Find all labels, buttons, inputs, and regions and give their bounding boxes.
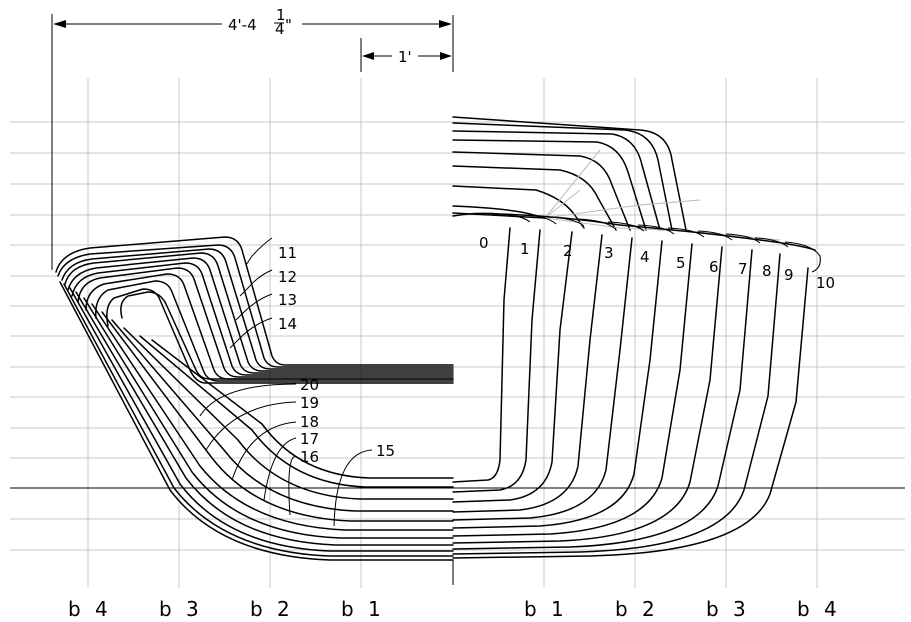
buttock-grid xyxy=(87,78,818,588)
aft-hull-sections xyxy=(59,281,454,561)
station-label-3: 3 xyxy=(604,244,614,262)
station-leaders xyxy=(199,237,373,527)
buttock-label-right-b1: b 1 xyxy=(524,597,568,621)
buttock-label-left-b1: b 1 xyxy=(341,597,385,621)
beam-dimension: 4'-4 1 4 " xyxy=(51,6,452,270)
station-label-2: 2 xyxy=(563,242,573,260)
station-label-14: 14 xyxy=(278,315,297,333)
station-label-6: 6 xyxy=(709,258,719,276)
forward-sheer-arcs xyxy=(452,212,821,273)
buttock-label-right-b4: b 4 xyxy=(797,597,841,621)
station-label-19: 19 xyxy=(300,394,319,412)
buttock-label-left-b3: b 3 xyxy=(159,597,203,621)
buttock-labels: b 4 b 3 b 2 b 1 b 1 b 2 b 3 b 4 xyxy=(68,597,841,621)
forward-stations xyxy=(452,227,809,559)
buttock-label-right-b2: b 2 xyxy=(615,597,659,621)
station-label-12: 12 xyxy=(278,268,297,286)
station-label-20: 20 xyxy=(300,376,319,394)
beam-dimension-frac-num: 1 xyxy=(276,6,286,24)
beam-dimension-inch: " xyxy=(285,16,292,34)
station-label-15: 15 xyxy=(376,442,395,460)
station-label-16: 16 xyxy=(300,448,319,466)
beam-dimension-text: 4'-4 xyxy=(228,16,257,34)
buttock-label-right-b3: b 3 xyxy=(706,597,750,621)
station-labels-forward: 0 1 2 3 4 5 6 7 8 9 10 xyxy=(479,234,835,292)
buttock-label-left-b2: b 2 xyxy=(250,597,294,621)
station-label-7: 7 xyxy=(738,260,748,278)
beam-dimension-frac-den: 4 xyxy=(275,20,285,38)
station-label-0: 0 xyxy=(479,234,489,252)
one-foot-dimension: 1' xyxy=(360,38,452,72)
station-label-9: 9 xyxy=(784,266,794,284)
station-label-4: 4 xyxy=(640,248,650,266)
forward-deck-outlines xyxy=(452,116,781,241)
station-labels-aft-upper: 11 12 13 14 xyxy=(278,244,297,333)
buttock-label-left-b4: b 4 xyxy=(68,597,112,621)
aft-deck-outlines xyxy=(55,236,454,384)
station-label-8: 8 xyxy=(762,262,772,280)
one-foot-text: 1' xyxy=(398,48,412,66)
station-label-13: 13 xyxy=(278,291,297,309)
station-label-1: 1 xyxy=(520,240,530,258)
station-label-18: 18 xyxy=(300,413,319,431)
station-label-17: 17 xyxy=(300,430,319,448)
station-label-11: 11 xyxy=(278,244,297,262)
station-label-10: 10 xyxy=(816,274,835,292)
station-label-5: 5 xyxy=(676,254,686,272)
station-labels-aft-lower: 20 19 18 17 16 15 xyxy=(300,376,395,466)
